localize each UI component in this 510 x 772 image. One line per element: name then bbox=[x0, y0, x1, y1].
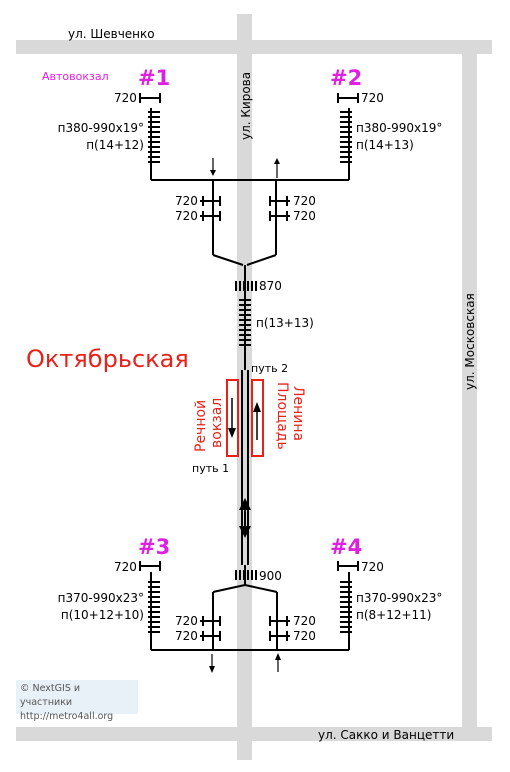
credit-line1: © NextGIS и участники bbox=[20, 683, 81, 708]
exit1-landmark: Автовокзал bbox=[42, 70, 109, 83]
exit4-ramp: п370-990x23° bbox=[356, 591, 442, 605]
north-stairs-width: 870 bbox=[259, 279, 282, 293]
exit3-door bbox=[139, 561, 161, 571]
scheme-lines bbox=[150, 108, 350, 651]
street-sacco bbox=[16, 727, 492, 741]
bottom-arrows bbox=[209, 653, 281, 673]
bottom-turnstiles bbox=[200, 616, 290, 641]
exit3-ramp: п370-990x23° bbox=[58, 591, 144, 605]
south-stairs-width: 900 bbox=[259, 569, 282, 583]
exit2-stairs bbox=[340, 111, 352, 163]
exit3-stairs bbox=[148, 581, 160, 633]
track2-label: путь 2 bbox=[251, 362, 288, 375]
direction-right-line1: Площадь bbox=[274, 382, 290, 450]
exit1-ramp: п380-990x19° bbox=[58, 121, 144, 135]
street-moskovskaya bbox=[462, 40, 477, 730]
track1-label: путь 1 bbox=[192, 462, 229, 475]
street-label-shevchenko: ул. Шевченко bbox=[68, 27, 155, 41]
credit-box: © NextGIS и участники http://metro4all.o… bbox=[16, 680, 138, 722]
street-label-moskovskaya: ул. Московская bbox=[463, 293, 477, 390]
north-stairs bbox=[235, 281, 257, 346]
exit3-width: 720 bbox=[114, 560, 137, 574]
top-arrows bbox=[210, 158, 280, 178]
street-shevchenko bbox=[16, 40, 492, 54]
turnstile-label: 720 bbox=[175, 194, 198, 208]
direction-left-line1: Речной bbox=[193, 400, 209, 452]
exit4-steps: п(8+12+11) bbox=[356, 608, 432, 622]
track1-arrow-icon bbox=[228, 428, 236, 438]
exit1-door bbox=[139, 93, 161, 103]
exit4-stairs bbox=[340, 581, 352, 633]
south-stairs bbox=[235, 570, 257, 580]
credit-link[interactable]: http://metro4all.org bbox=[20, 711, 114, 722]
station-name: Октябрьская bbox=[26, 345, 189, 373]
exit1-number: #1 bbox=[138, 66, 170, 90]
direction-right-line2: Ленина bbox=[290, 386, 306, 441]
exit2-ramp: п380-990x19° bbox=[356, 121, 442, 135]
exit1-stairs bbox=[148, 111, 160, 163]
platform-track1-box bbox=[226, 379, 239, 457]
turnstile-label: 720 bbox=[293, 194, 316, 208]
turnstile-label: 720 bbox=[175, 209, 198, 223]
turnstile-label: 720 bbox=[293, 629, 316, 643]
exit4-number: #4 bbox=[330, 535, 362, 559]
exit4-door bbox=[337, 561, 359, 571]
exit2-number: #2 bbox=[330, 66, 362, 90]
turnstile-label: 720 bbox=[175, 614, 198, 628]
turnstile-label: 720 bbox=[293, 614, 316, 628]
street-label-kirova: ул. Кирова bbox=[239, 72, 253, 140]
exit1-steps: п(14+12) bbox=[86, 138, 144, 152]
platform-track2-box bbox=[251, 379, 264, 457]
exit2-width: 720 bbox=[361, 91, 384, 105]
exit3-number: #3 bbox=[138, 535, 170, 559]
direction-left-line2: вокзал bbox=[209, 398, 225, 448]
exit2-steps: п(14+13) bbox=[356, 138, 414, 152]
street-label-sacco: ул. Сакко и Ванцетти bbox=[318, 728, 454, 742]
top-turnstiles bbox=[200, 196, 290, 221]
track2-arrow-icon bbox=[253, 402, 261, 412]
bidirectional-arrow-icon bbox=[239, 498, 251, 538]
north-stairs-steps: п(13+13) bbox=[256, 316, 314, 330]
exit1-width: 720 bbox=[114, 91, 137, 105]
exit2-door bbox=[337, 93, 359, 103]
exit3-steps: п(10+12+10) bbox=[61, 608, 144, 622]
turnstile-label: 720 bbox=[293, 209, 316, 223]
turnstile-label: 720 bbox=[175, 629, 198, 643]
exit4-width: 720 bbox=[361, 560, 384, 574]
